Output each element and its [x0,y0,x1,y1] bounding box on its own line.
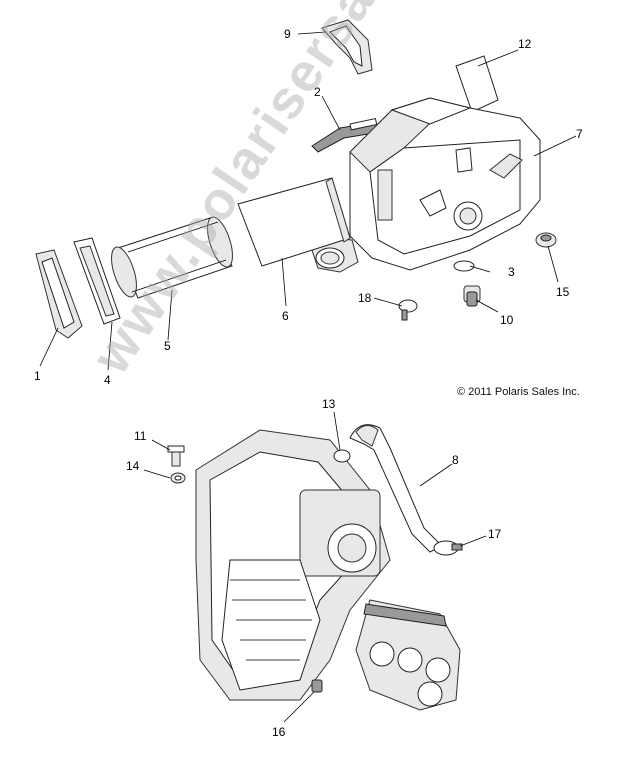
part-1-cover [35,249,83,339]
callout-9: 9 [284,27,291,41]
callout-11: 11 [134,429,147,443]
callout-17: 17 [488,527,502,541]
part-7-airbox [349,97,541,271]
callout-8: 8 [452,453,459,467]
callout-14: 14 [126,459,140,473]
part-2-strap [311,118,381,153]
part-9-bracket [321,19,373,75]
callout-1: 1 [34,369,41,383]
callout-4: 4 [104,373,111,387]
part-15-cap [535,232,557,248]
leader-lines [39,31,577,723]
part-12-label [455,55,499,113]
callout-15: 15 [556,285,570,299]
part-3-oring [453,260,475,272]
callout-7: 7 [576,127,583,141]
part-10-valve [463,285,481,307]
part-6-sleeve [237,177,351,267]
callout-18: 18 [358,291,372,305]
part-13-clamp [333,449,351,463]
throttle-body [355,599,461,711]
callout-6: 6 [282,309,289,323]
part-4-frame [73,237,121,325]
callout-13: 13 [322,397,336,411]
part-16-fitting [311,679,323,693]
callout-5: 5 [164,339,171,353]
callout-12: 12 [518,37,532,51]
part-14-washer [170,472,186,484]
copyright-text: © 2011 Polaris Sales Inc. [457,386,580,398]
callout-10: 10 [500,313,514,327]
part-17-clamp [433,540,463,556]
part-8-hose [349,424,443,553]
part-11-bolt [167,445,185,467]
callout-16: 16 [272,725,286,739]
callout-2: 2 [314,85,321,99]
callout-3: 3 [508,265,515,279]
engine-assembly [195,429,391,701]
part-5-filter [111,216,233,299]
part-18-clamp [398,299,418,321]
